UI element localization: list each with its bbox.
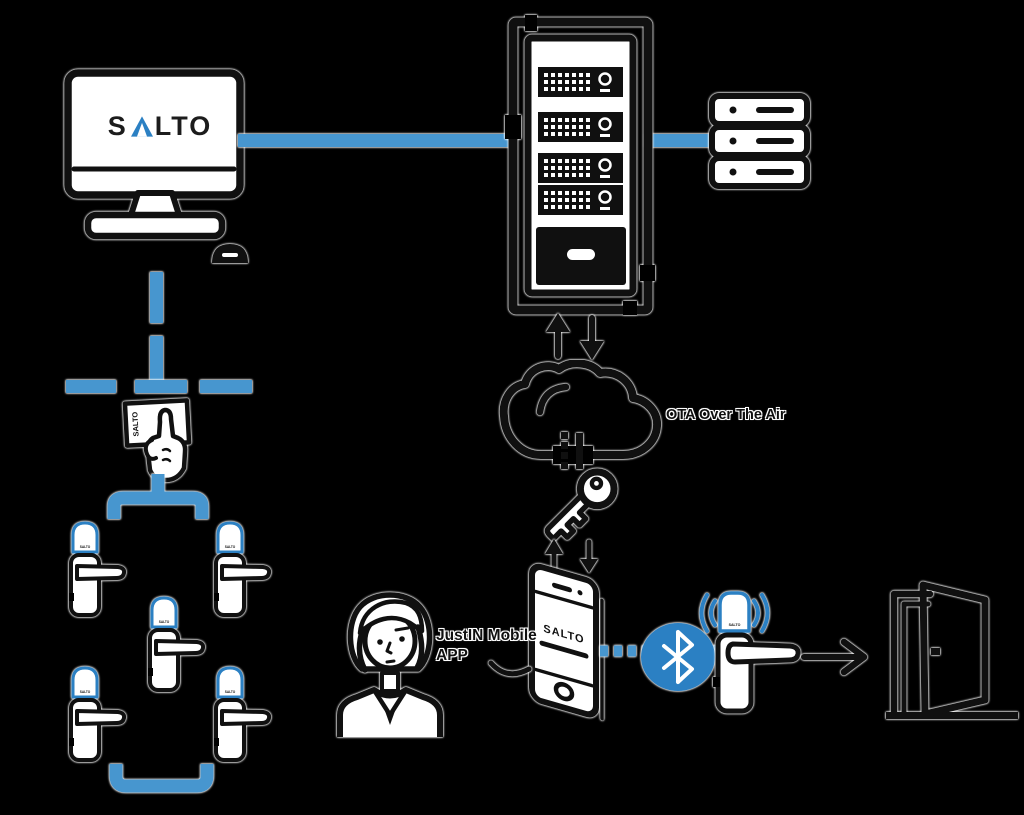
phone-screen-line [539,640,589,659]
user-avatar-icon [337,592,443,737]
avatar-eye-right [399,636,405,642]
door-lock-icon [212,521,272,617]
phone-camera [577,590,583,596]
door-lock-icon [67,521,127,617]
avatar-neck [380,671,400,693]
network-line-monitor-server [238,134,512,147]
door-lock-icon [146,596,206,692]
server-rack-icon [505,15,655,315]
bluetooth-rune [662,630,694,684]
avatar-bangs [357,599,425,636]
door-frame [890,590,934,716]
justin-label-line1: JustIN Mobile [436,627,537,644]
avatar-tie [385,711,395,725]
justin-mobile-app-label: JustIN Mobile APP [436,626,537,667]
keyboard-icon [84,211,226,240]
rack-unit-2 [536,110,625,144]
phone-speaker [552,582,572,593]
door-panel [919,581,989,718]
rack-unit-3 [536,151,625,185]
desktop-computer-icon [64,69,248,263]
thumb [143,438,158,461]
salto-logo-a-icon [130,115,153,137]
door-handle [931,648,940,655]
card-encoder-icon: SALTO [122,398,192,483]
avatar-eye-left [377,639,383,645]
drive-bay-2 [712,127,807,155]
bus-dash-left [66,380,116,393]
bus-dash-right [200,380,252,393]
door-floor [886,712,1018,719]
ota-label: OTA Over The Air [666,407,786,423]
storage-server-icon [705,90,815,195]
network-line-server-storage [645,134,716,147]
downlink-dash-2 [150,336,163,382]
ble-door-lock-icon: SALTO [699,591,801,714]
lock-reader [718,591,751,633]
phone-home-button [553,681,575,702]
signal-waves-icon [699,593,770,633]
lock-group-bracket-top [107,474,209,519]
card-brand: SALTO [130,411,140,436]
drive-bay-1 [712,96,807,124]
rack-frame [508,17,653,315]
cloud-downlink-dashes [561,432,583,469]
avatar-mouth [385,659,396,664]
justin-label-line2: APP [436,647,468,665]
open-door-icon [886,581,1018,719]
cloud-icon [499,360,662,469]
svg-text:SALTO: SALTO [729,623,741,627]
access-arrow-icon [801,638,868,676]
lock-handle [725,641,801,665]
sync-arrows-server-cloud [546,313,604,360]
drive-bay-3 [712,158,807,186]
monitor-stand [128,190,182,218]
door-lock-icon [212,666,272,762]
salto-logo-prefix: S [107,110,128,141]
rack-unit-1 [536,65,625,99]
lock-group-bracket-bottom [109,764,214,793]
bus-dash-center [135,380,187,393]
key-icon [544,468,618,542]
label-swoosh [488,660,532,677]
rack-unit-4 [536,183,625,217]
salto-logo-suffix: LTO [154,110,213,141]
downlink-dash-1 [150,272,163,323]
hand-icon [143,407,188,483]
smartphone-icon: SALTO [529,563,604,721]
cloud-inner-arc [536,383,570,416]
door-lock-icon [67,666,127,762]
bluetooth-icon [641,623,715,691]
salto-logo: S LTO [95,110,225,142]
avatar-nose [385,641,393,655]
cloud-outline [499,360,662,459]
